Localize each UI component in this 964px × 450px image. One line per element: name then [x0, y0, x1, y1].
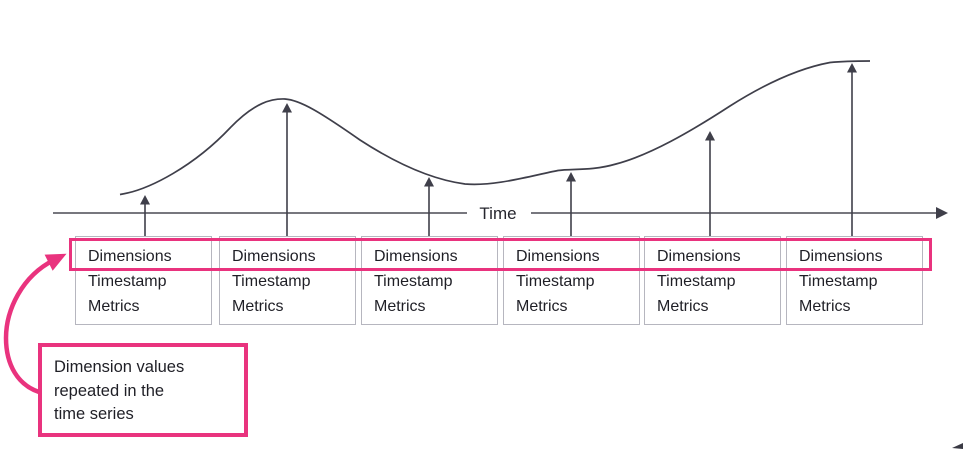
time-axis-arrowhead: [936, 207, 948, 219]
record-field-timestamp: Timestamp: [657, 273, 736, 290]
callout-text-line: repeated in the: [54, 381, 165, 400]
record-field-dimensions: Dimensions: [88, 248, 172, 265]
corner-artifact: [952, 443, 963, 449]
record-field-timestamp: Timestamp: [232, 273, 311, 290]
record-box: Dimensions Timestamp Metrics: [219, 236, 356, 325]
record-field-metrics: Metrics: [657, 298, 709, 315]
dimensions-highlight-rect: [69, 238, 932, 271]
record-box: Dimensions Timestamp Metrics: [644, 236, 781, 325]
time-axis-label: Time: [479, 204, 516, 223]
value-curve: [119, 60, 871, 196]
record-field-timestamp: Timestamp: [374, 273, 453, 290]
record-field-metrics: Metrics: [374, 298, 426, 315]
record-box: Dimensions Timestamp Metrics: [361, 236, 498, 325]
record-box: Dimensions Timestamp Metrics: [786, 236, 923, 325]
record-box: Dimensions Timestamp Metrics: [503, 236, 640, 325]
record-field-dimensions: Dimensions: [374, 248, 458, 265]
record-field-timestamp: Timestamp: [799, 273, 878, 290]
record-field-dimensions: Dimensions: [799, 248, 883, 265]
callout-box: Dimension values repeated in the time se…: [38, 343, 248, 437]
record-field-dimensions: Dimensions: [657, 248, 741, 265]
record-box: Dimensions Timestamp Metrics: [75, 236, 212, 325]
record-field-metrics: Metrics: [516, 298, 568, 315]
record-field-metrics: Metrics: [799, 298, 851, 315]
callout-text-line: time series: [54, 405, 134, 423]
callout-text-line: Dimension values: [54, 358, 185, 376]
record-field-metrics: Metrics: [88, 298, 140, 315]
record-field-timestamp: Timestamp: [516, 273, 595, 290]
record-field-dimensions: Dimensions: [516, 248, 600, 265]
record-field-dimensions: Dimensions: [232, 248, 316, 265]
callout-arrow: [3, 253, 67, 395]
record-field-metrics: Metrics: [232, 298, 284, 315]
record-field-timestamp: Timestamp: [88, 273, 167, 290]
